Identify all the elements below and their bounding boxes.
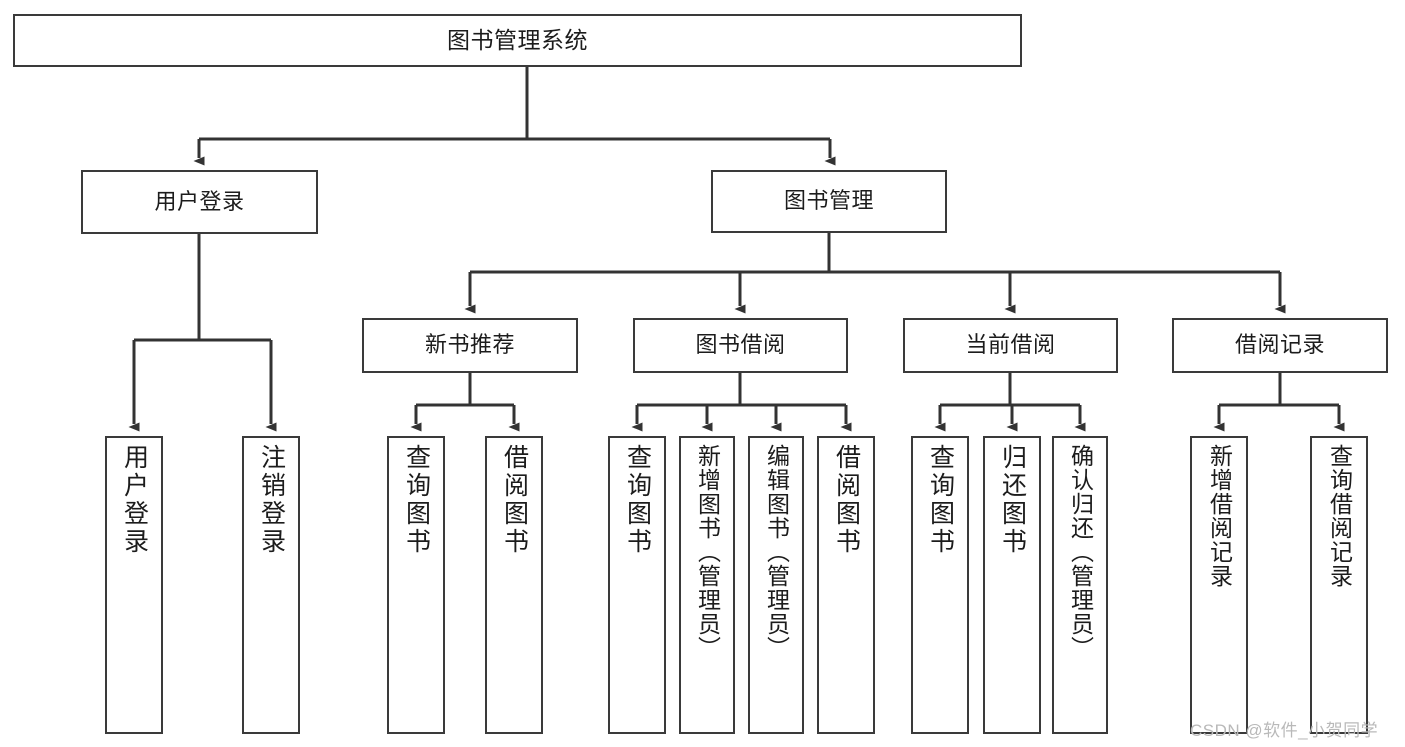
node-label: 归还图书	[998, 444, 1027, 556]
edge-bookmanage-to-level3	[464, 233, 1286, 314]
watermark: CSDN @软件_小贺同学	[1190, 721, 1379, 740]
node-book-management[interactable]: 图书管理	[711, 170, 947, 233]
leaf-query-borrow-record[interactable]: 查询借阅记录	[1310, 436, 1368, 734]
leaf-add-book-admin[interactable]: 新增图书（管理员）	[679, 436, 735, 734]
edge-borrowrecord-to-leaves	[1213, 373, 1345, 432]
node-label: 查询图书	[623, 444, 652, 556]
node-label: 查询图书	[402, 444, 431, 556]
node-label: 确认归还（管理员）	[1067, 444, 1094, 660]
node-book-borrow[interactable]: 图书借阅	[633, 318, 848, 373]
node-label: 图书管理	[783, 188, 874, 214]
leaf-add-borrow-record[interactable]: 新增借阅记录	[1190, 436, 1248, 734]
node-label: 借阅图书	[832, 444, 861, 556]
leaf-query-book-current[interactable]: 查询图书	[911, 436, 969, 734]
node-borrow-record[interactable]: 借阅记录	[1172, 318, 1388, 373]
node-label: 用户登录	[120, 444, 149, 556]
node-label: 用户登录	[154, 188, 245, 214]
node-user-login[interactable]: 用户登录	[81, 170, 318, 234]
node-label: 新书推荐	[424, 332, 515, 358]
node-label: 借阅记录	[1234, 332, 1325, 358]
node-current-borrow[interactable]: 当前借阅	[903, 318, 1118, 373]
leaf-borrow-book-new-recommend[interactable]: 借阅图书	[485, 436, 543, 734]
leaf-user-logout[interactable]: 注销登录	[242, 436, 300, 734]
leaf-return-book[interactable]: 归还图书	[983, 436, 1041, 734]
leaf-borrow-book-borrow[interactable]: 借阅图书	[817, 436, 875, 734]
node-label: 图书管理系统	[447, 26, 588, 53]
edge-currentborrow-to-leaves	[934, 373, 1086, 432]
leaf-edit-book-admin[interactable]: 编辑图书（管理员）	[748, 436, 804, 734]
node-label: 编辑图书（管理员）	[763, 444, 790, 660]
edge-userlogin-to-leaves	[128, 234, 277, 432]
node-label: 图书借阅	[695, 332, 786, 358]
node-label: 新增图书（管理员）	[694, 444, 721, 660]
node-label: 查询图书	[926, 444, 955, 556]
leaf-query-book-new-recommend[interactable]: 查询图书	[387, 436, 445, 734]
node-label: 借阅图书	[500, 444, 529, 556]
leaf-user-login[interactable]: 用户登录	[105, 436, 163, 734]
edge-newbook-to-leaves	[410, 373, 520, 432]
edge-root-to-level2	[193, 67, 836, 166]
edge-bookborrow-to-leaves	[631, 373, 852, 432]
node-label: 新增借阅记录	[1206, 444, 1233, 588]
node-label: 当前借阅	[965, 332, 1056, 358]
node-label: 查询借阅记录	[1326, 444, 1353, 588]
node-root-book-management-system[interactable]: 图书管理系统	[13, 14, 1022, 67]
node-new-book-recommend[interactable]: 新书推荐	[362, 318, 578, 373]
leaf-confirm-return-admin[interactable]: 确认归还（管理员）	[1052, 436, 1108, 734]
node-label: 注销登录	[257, 444, 286, 556]
leaf-query-book-borrow[interactable]: 查询图书	[608, 436, 666, 734]
